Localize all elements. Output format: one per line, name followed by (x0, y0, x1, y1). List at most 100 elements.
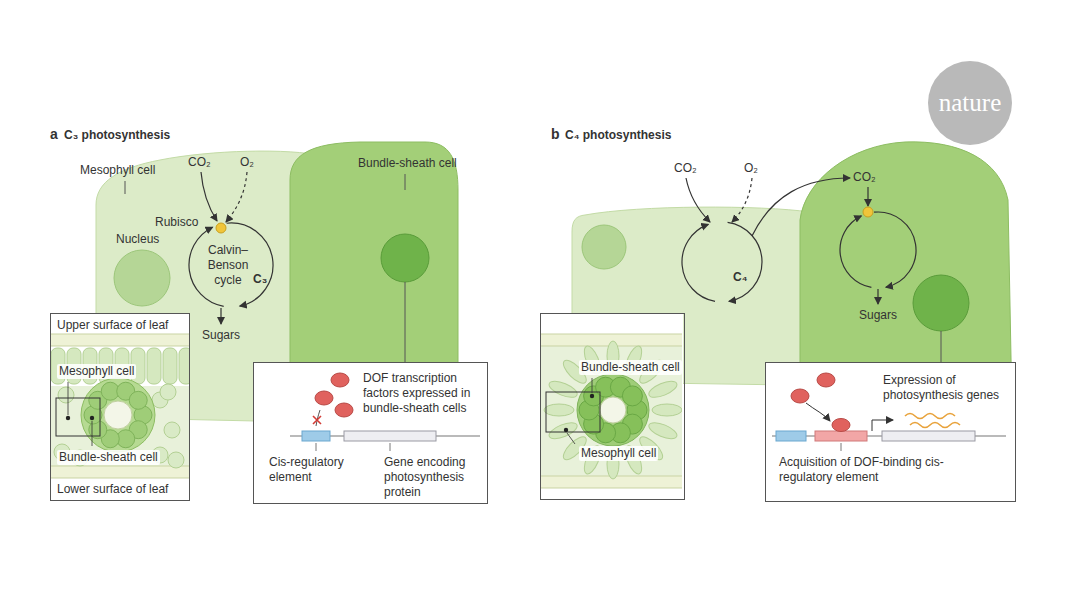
gas-label: CO₂ (188, 155, 211, 170)
zoom-box (56, 398, 100, 436)
leader-line (316, 443, 317, 451)
palisade-cell (163, 348, 177, 384)
mesophyll-wreath-cell (544, 404, 574, 416)
leader-line (592, 378, 593, 393)
marker-dot (564, 428, 568, 432)
spongy-cell (58, 387, 74, 403)
dof-factor (315, 391, 333, 405)
co2-arrow (201, 172, 217, 221)
dof-factor (331, 373, 349, 387)
leader-line (405, 174, 406, 190)
mesophyll-wreath-cell (647, 419, 679, 442)
spongy-cell (164, 422, 180, 438)
panel-title: C₄ photosynthesis (565, 128, 671, 143)
cycle-arrow (682, 224, 715, 301)
gas-label: CO₂ (674, 161, 697, 176)
leader-line (125, 181, 126, 194)
panel-title: C₃ photosynthesis (64, 128, 170, 143)
co2-arrow (686, 178, 710, 222)
inset-panel: Bundle-sheath cellMesophyll cell (540, 313, 685, 500)
cis-element (776, 431, 806, 441)
leader-line (567, 433, 575, 444)
cell-label: Bundle-sheath cell (57, 450, 160, 465)
inset-panel: Upper surface of leafMesophyll cellBundl… (50, 313, 190, 501)
o2-arrow (226, 172, 247, 222)
cell-label: Bundle-sheath cell (358, 156, 457, 171)
cycle-arrow (728, 222, 762, 301)
mesophyll-wreath-cell (647, 378, 679, 401)
leader-line (390, 443, 391, 451)
rubisco-dot (863, 207, 873, 217)
part-label: Cis-regulatory element (269, 455, 361, 485)
box-ground (253, 362, 487, 502)
vein (600, 397, 626, 423)
cell-label: Mesophyll cell (57, 364, 136, 379)
leader-line (92, 421, 93, 446)
mesophyll-cell (572, 207, 823, 385)
leader-line (68, 382, 69, 415)
panel-letter: a (50, 127, 58, 142)
surface-label: Upper surface of leaf (55, 318, 170, 333)
mesophyll-wreath-cell (652, 404, 682, 416)
product-label: Sugars (202, 328, 240, 343)
rubisco-dot (216, 223, 226, 233)
palisade-cell (179, 348, 189, 384)
pathway-label: C₄ (733, 270, 747, 285)
binding-arrow (806, 403, 830, 421)
spongy-cell (168, 452, 184, 468)
part-label: Gene encoding photosynthesis protein (384, 455, 484, 500)
leader-line (941, 331, 942, 362)
nucleus (114, 250, 170, 306)
bundle-sheath-ring (577, 374, 649, 446)
bundle-sheath-ring (81, 378, 155, 452)
enzyme-label: Rubisco (155, 215, 198, 230)
gas-label: O₂ (240, 155, 254, 170)
marker-dot (590, 394, 594, 398)
upper-epidermis (51, 334, 189, 346)
cell-label: Bundle-sheath cell (579, 360, 682, 375)
box-text: Expression of photosynthesis genes (883, 373, 1011, 403)
cycle-circle: Calvin–Benson cycle (189, 223, 273, 307)
cell-label: Mesophyll cell (80, 163, 155, 178)
box-ground (765, 362, 1016, 502)
zoom-box (546, 392, 600, 432)
cis-element (302, 431, 330, 441)
vein (104, 401, 132, 429)
text-box: DOF transcription factors expressed in b… (253, 362, 488, 504)
dof-factor (335, 403, 353, 417)
text-box: Expression of photosynthesis genesAcquis… (765, 362, 1016, 502)
no-binding-cross (313, 416, 321, 424)
dof-factor (832, 419, 850, 432)
watermark: nature (920, 88, 1020, 118)
sugar-arrow (220, 308, 221, 324)
palisade-cell (147, 348, 161, 384)
nucleus (582, 225, 626, 269)
sheath-cell (129, 391, 147, 409)
sheath-cell (622, 386, 642, 406)
nucleus-label: Nucleus (116, 232, 159, 247)
mrna (905, 414, 955, 419)
gas-label: O₂ (744, 161, 758, 176)
o2-arrow (732, 178, 752, 222)
part-label: Acquisition of DOF-binding cis-regulator… (779, 455, 979, 485)
mesophyll-wreath-cell (547, 378, 579, 401)
co2-arrow (867, 187, 868, 206)
leader-line (841, 443, 842, 451)
product-label: Sugars (859, 308, 897, 323)
cycle-arrow (874, 212, 916, 287)
dof-binding-element (815, 431, 867, 441)
leader-line (405, 282, 406, 362)
spongy-cell (160, 384, 176, 400)
sugar-arrow (877, 289, 878, 304)
lower-epidermis (51, 466, 189, 478)
marker-dot (66, 416, 70, 420)
dof-factor (791, 389, 809, 403)
transcription-arrow (872, 420, 893, 431)
pathway-label: C₃ (253, 272, 267, 287)
mesophyll-wreath-cell (547, 419, 579, 442)
nucleus (913, 275, 969, 331)
gas-label: CO₂ (853, 170, 876, 185)
cell-label: Mesophyll cell (579, 446, 658, 461)
